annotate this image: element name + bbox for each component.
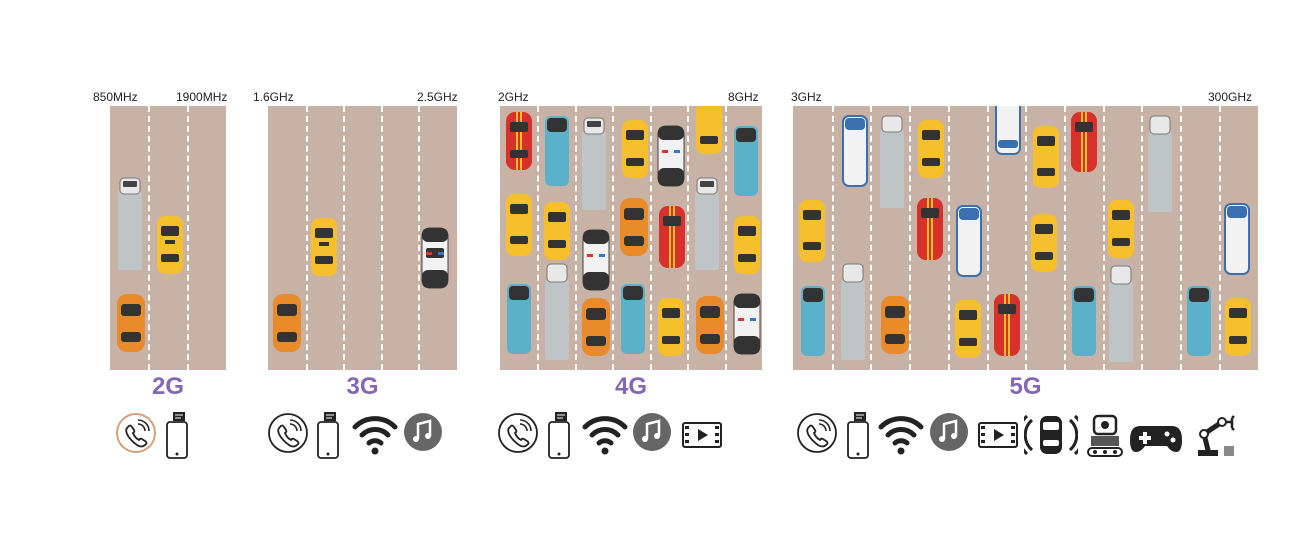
freq-high-label: 8GHz: [728, 90, 759, 104]
freq-high-label: 300GHz: [1208, 90, 1253, 104]
taxi: [1108, 200, 1134, 258]
truck: [1148, 115, 1172, 212]
taxi: [696, 106, 722, 154]
robotic-arm-icon: [1198, 415, 1235, 456]
truck: [880, 115, 904, 208]
road-4g: [500, 106, 762, 370]
van: [507, 284, 531, 354]
wifi-icon: [582, 416, 628, 455]
freq-low-label: 3GHz: [791, 90, 822, 104]
generation-label: 4G: [614, 373, 647, 400]
police-car: [421, 227, 449, 289]
generation-label: 3G: [346, 373, 379, 400]
truck: [841, 263, 865, 360]
orange-car: [117, 294, 145, 352]
orange-car: [696, 296, 724, 354]
smartphone-message-icon: [166, 412, 188, 459]
van: [1187, 286, 1211, 356]
van: [801, 286, 825, 356]
freq-high-label: 1900MHz: [176, 90, 228, 104]
truck: [695, 177, 719, 270]
wifi-icon: [352, 416, 398, 455]
road-5g: [793, 106, 1258, 370]
red-car: [1071, 112, 1097, 172]
road-3g: [268, 106, 457, 370]
truck: [118, 177, 142, 270]
van: [1224, 203, 1250, 275]
taxi: [1031, 214, 1057, 272]
smartphone-message-icon: [847, 412, 869, 459]
taxi: [311, 218, 337, 276]
gamepad-icon: [1130, 426, 1182, 452]
police-car: [733, 293, 761, 355]
van: [545, 116, 569, 186]
red-car: [506, 112, 532, 170]
red-car: [994, 294, 1020, 356]
generation-label: 2G: [151, 373, 184, 400]
van: [734, 126, 758, 196]
smartphone-message-icon: [548, 412, 570, 459]
red-car: [659, 206, 685, 268]
video-icon: [978, 422, 1018, 448]
van: [1072, 286, 1096, 356]
taxi: [734, 216, 760, 274]
orange-car: [582, 298, 610, 356]
police-car: [582, 229, 610, 291]
freq-low-label: 850MHz: [93, 90, 138, 104]
phone-call-icon: [797, 413, 837, 453]
road-2g: [110, 106, 226, 370]
video-icon: [682, 422, 722, 448]
taxi: [658, 298, 684, 356]
van: [995, 106, 1021, 155]
freq-low-label: 2GHz: [498, 90, 529, 104]
truck: [582, 117, 606, 210]
orange-car: [273, 294, 301, 352]
robot-icon: [1087, 414, 1123, 457]
taxi: [506, 194, 532, 256]
taxi: [918, 120, 944, 178]
police-car: [657, 125, 685, 187]
van: [842, 115, 868, 187]
van: [621, 284, 645, 354]
smartphone-message-icon: [317, 412, 339, 459]
connected-car-icon: [1024, 414, 1078, 456]
taxi: [1225, 298, 1251, 356]
red-car: [917, 198, 943, 260]
taxi: [955, 300, 981, 358]
taxi: [544, 202, 570, 260]
orange-car: [881, 296, 909, 354]
truck: [545, 263, 569, 360]
freq-high-label: 2.5GHz: [417, 90, 458, 104]
freq-low-label: 1.6GHz: [253, 90, 294, 104]
phone-call-icon: [268, 413, 308, 453]
music-icon: [930, 413, 968, 451]
phone-call-icon: [116, 413, 156, 453]
taxi: [799, 200, 825, 262]
taxi: [1033, 126, 1059, 188]
van: [956, 205, 982, 277]
orange-car: [620, 198, 648, 256]
taxi: [157, 216, 183, 274]
music-icon: [633, 413, 671, 451]
taxi: [622, 120, 648, 178]
wifi-icon: [878, 416, 924, 455]
music-icon: [404, 413, 442, 451]
truck: [1109, 265, 1133, 362]
phone-call-icon: [498, 413, 538, 453]
generation-label: 5G: [1009, 373, 1042, 400]
